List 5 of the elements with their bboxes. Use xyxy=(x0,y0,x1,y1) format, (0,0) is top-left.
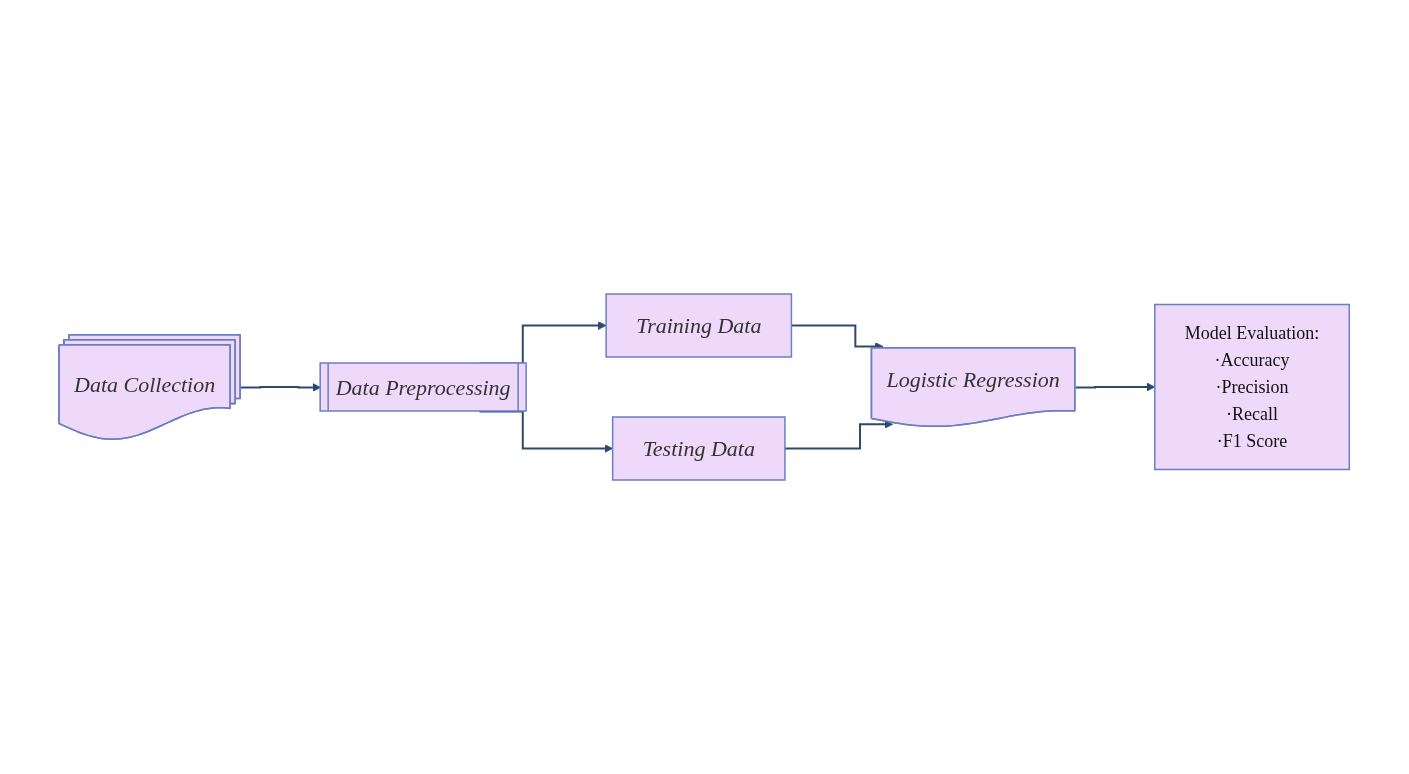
node-box: Model Evaluation: ·Accuracy ·Precision ·Recall ·F1 Score xyxy=(1154,303,1351,471)
node-box: Testing Data xyxy=(612,416,787,481)
arrow xyxy=(1074,382,1156,392)
node-box: Training Data xyxy=(605,293,793,358)
arrow xyxy=(240,383,322,392)
